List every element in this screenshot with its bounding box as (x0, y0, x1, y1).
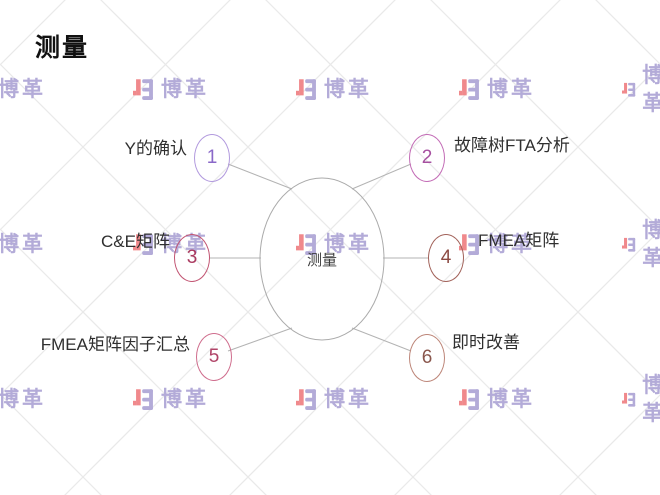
page-title: 测量 (35, 34, 90, 62)
node-label-4: FMEA矩阵 (478, 231, 560, 250)
node-label-1: Y的确认 (124, 139, 187, 158)
node-circle-6: 6 (409, 334, 445, 382)
center-ellipse (259, 177, 385, 341)
connector-line-6 (351, 327, 412, 352)
connector-line-2 (351, 163, 412, 190)
node-number-5: 5 (208, 346, 220, 367)
node-number-3: 3 (186, 247, 198, 268)
node-number-1: 1 (206, 147, 218, 168)
connector-line-1 (227, 163, 293, 190)
center-ellipse-label: 测量 (306, 252, 337, 269)
node-circle-5: 5 (196, 333, 232, 381)
node-circle-1: 1 (194, 134, 230, 182)
node-circle-3: 3 (174, 234, 210, 282)
connector-line-5 (227, 327, 293, 352)
node-number-2: 2 (421, 147, 433, 168)
node-number-4: 4 (440, 247, 452, 268)
node-circle-2: 2 (409, 134, 445, 182)
node-label-5: FMEA矩阵因子汇总 (40, 335, 190, 354)
node-circle-4: 4 (428, 234, 464, 282)
node-number-6: 6 (421, 347, 433, 368)
node-label-2: 故障树FTA分析 (454, 136, 570, 155)
node-label-3: C&E矩阵 (101, 232, 170, 251)
node-label-6: 即时改善 (452, 333, 520, 352)
